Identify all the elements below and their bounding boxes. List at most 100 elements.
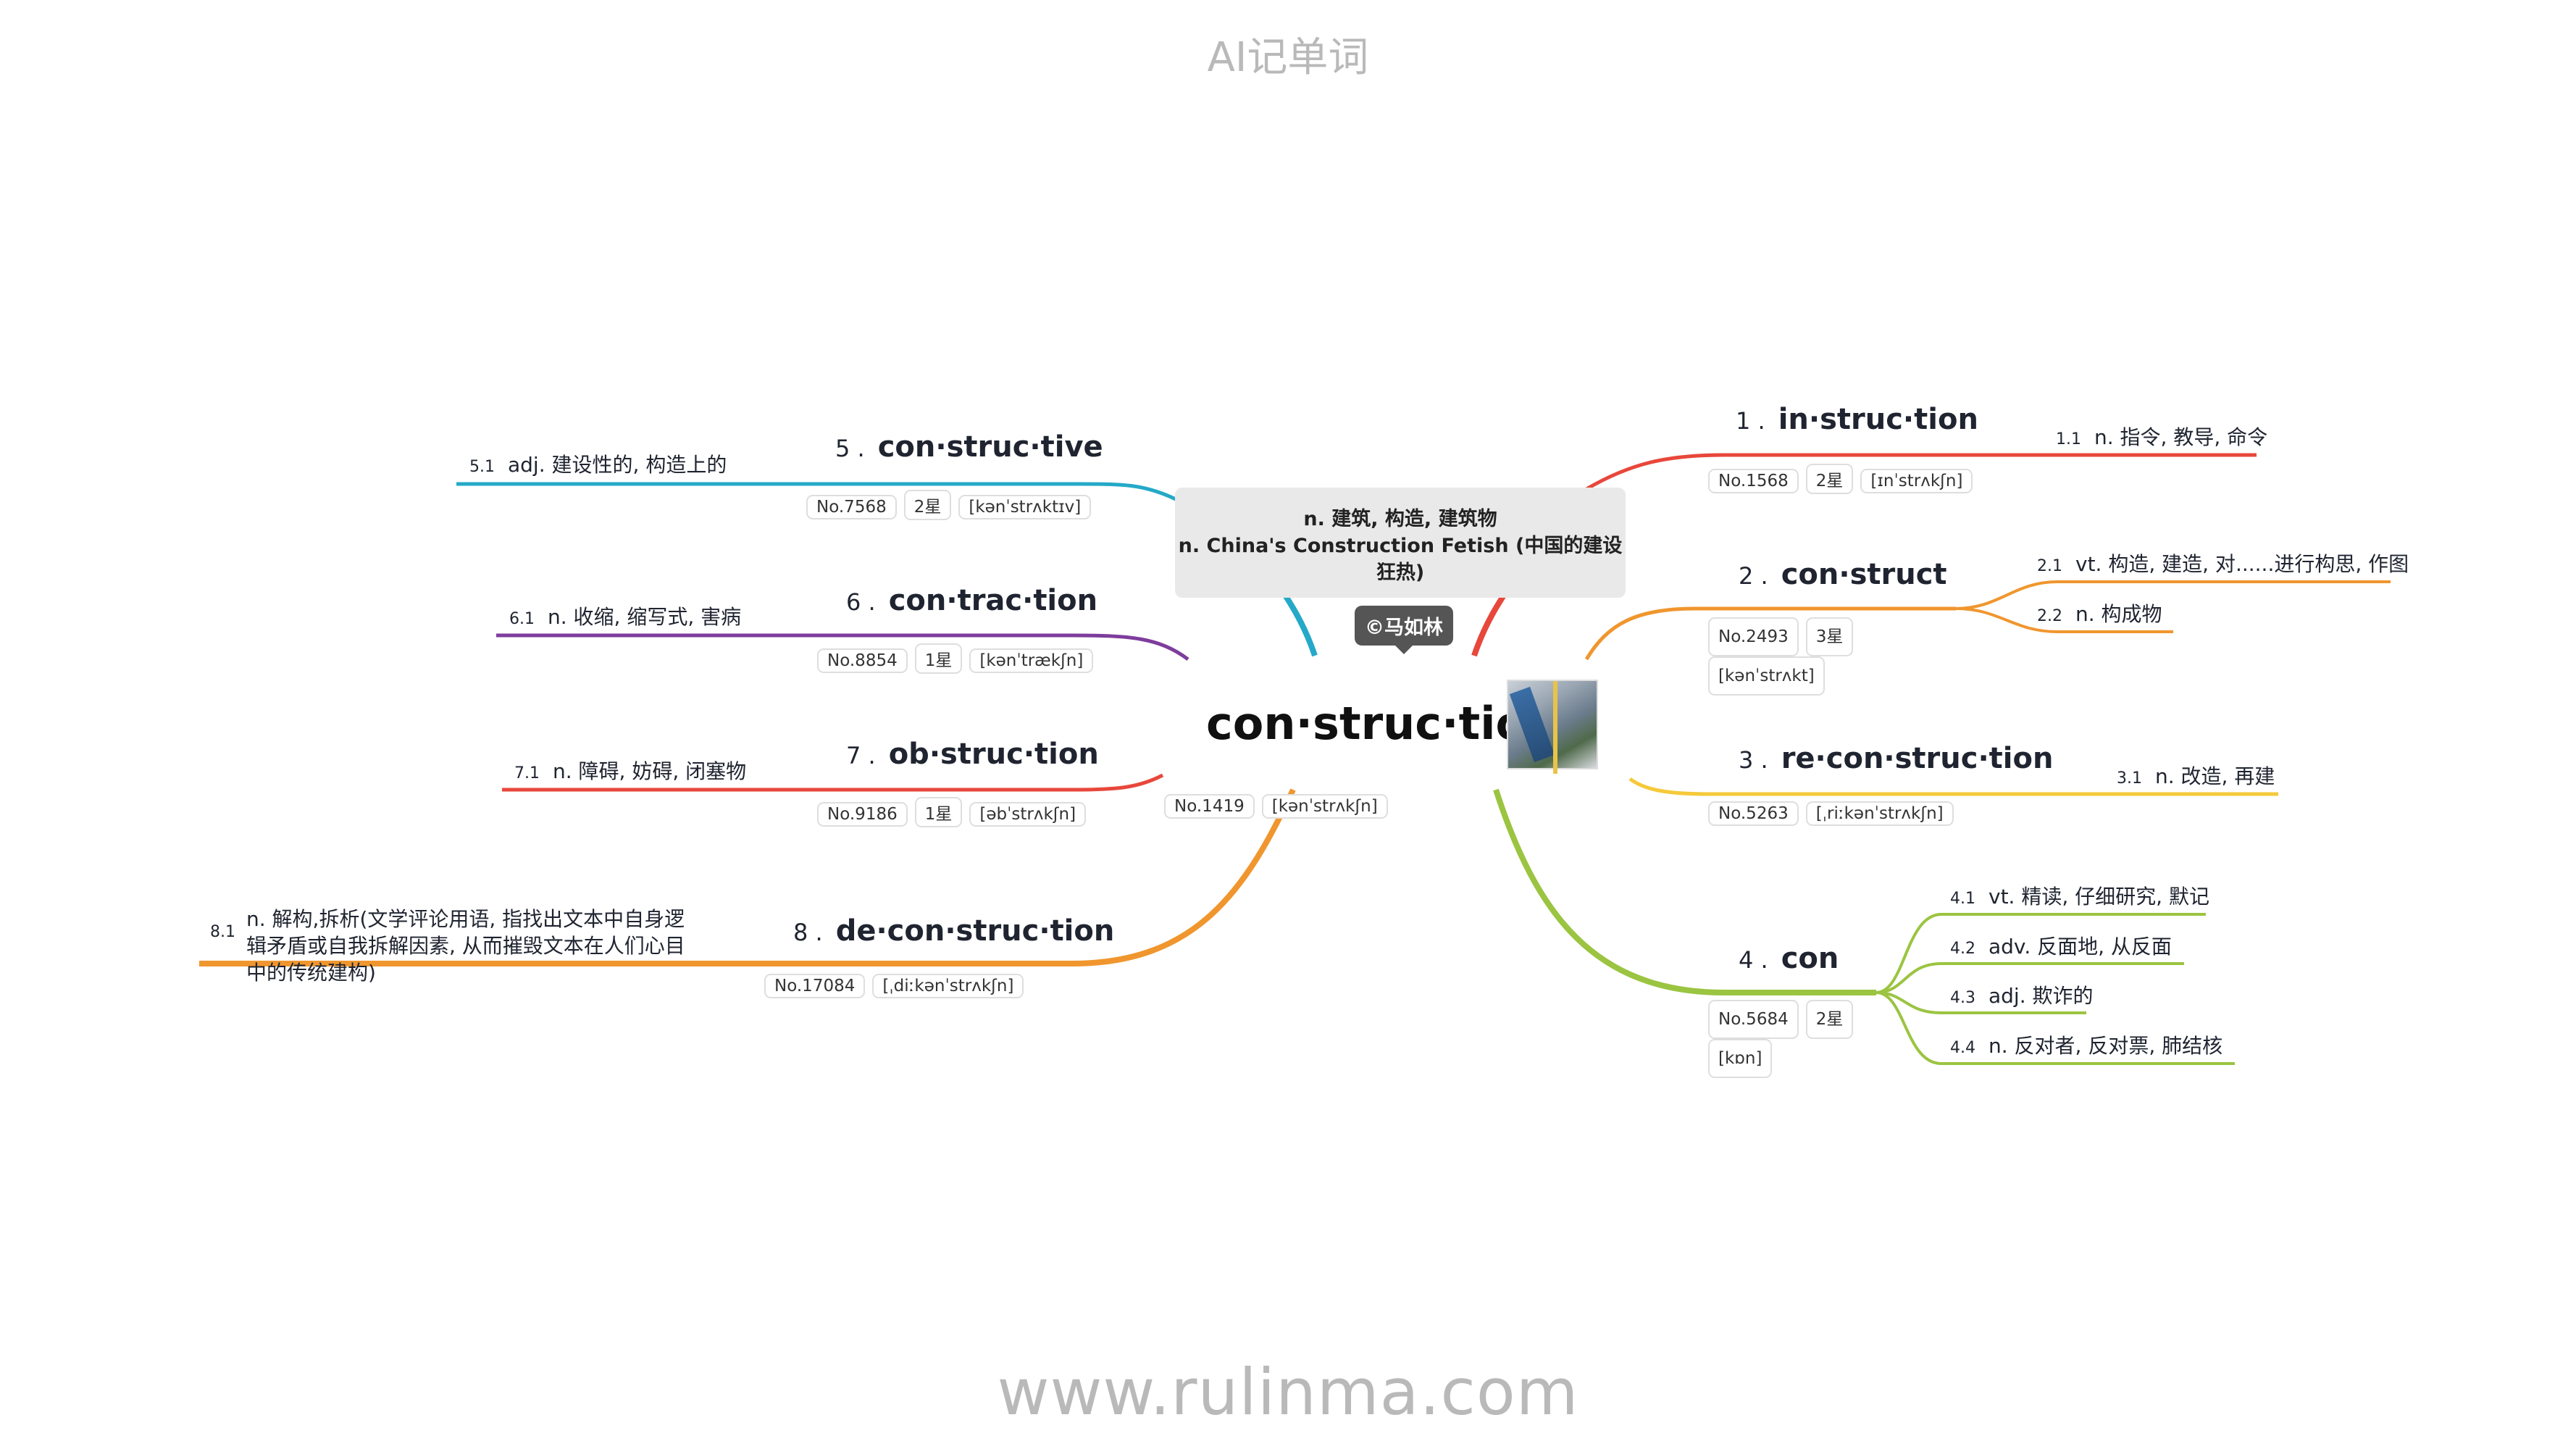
- center-meaning-callout: n. 建筑, 构造, 建筑物 n. China's Construction F…: [1175, 488, 1626, 598]
- branch-6-tag-rank: No.8854: [817, 648, 908, 673]
- branch-4-tag-phonetic: [kɒn]: [1708, 1039, 1773, 1078]
- branch-1-word: in·struc·tion: [1778, 403, 1978, 436]
- branch-4-title[interactable]: 4 . con: [1739, 942, 1839, 975]
- connector-b7: [502, 773, 1164, 792]
- definition-4-4-text: n. 反对者, 反对票, 肺结核: [1989, 1034, 2223, 1058]
- branch-2-title[interactable]: 2 .con·struct: [1739, 558, 1947, 591]
- connector-b2-d2: [1955, 607, 2173, 633]
- branch-1-number: 1 .: [1736, 407, 1765, 435]
- definition-6-1-text: n. 收缩, 缩写式, 害病: [548, 605, 742, 629]
- definition-8-1-text: n. 解构,拆析(文学评论用语, 指找出文本中自身逻辑矛盾或自我拆解因素, 从而…: [246, 907, 685, 985]
- connector-b6: [496, 633, 1189, 661]
- branch-6-tag-stars: 1星: [914, 643, 963, 674]
- definition-5-1-text: adj. 建设性的, 构造上的: [508, 453, 727, 477]
- definition-4-1[interactable]: 4.1 vt. 精读, 仔细研究, 默记: [1950, 881, 2209, 910]
- branch-7-tag-rank: No.9186: [817, 802, 908, 827]
- definition-1-1[interactable]: 1.1 n. 指令, 教导, 命令: [2056, 422, 2267, 451]
- definition-4-4-number: 4.4: [1950, 1039, 1975, 1057]
- definition-4-4[interactable]: 4.4 n. 反对者, 反对票, 肺结核: [1950, 1030, 2222, 1059]
- branch-8-word: de·con·struc·tion: [835, 914, 1115, 948]
- branch-3-word: re·con·struc·tion: [1781, 742, 2054, 775]
- definition-4-3[interactable]: 4.3 adj. 欺诈的: [1950, 980, 2094, 1009]
- center-tags: No.1419[kənˈstrʌkʃn]: [1164, 794, 1395, 819]
- connector-b4: [1493, 788, 1876, 995]
- branch-1-title[interactable]: 1 . in·struc·tion: [1736, 403, 1978, 436]
- branch-7-tag-stars: 1星: [914, 797, 963, 827]
- connector-b4-d3: [1875, 991, 2086, 1014]
- definition-2-1-text: vt. 构造, 建造, 对......进行构思, 作图: [2075, 552, 2409, 576]
- definition-4-2-text: adv. 反面地, 从反面: [1989, 935, 2172, 959]
- branch-4-word: con: [1781, 942, 1839, 975]
- definition-4-3-number: 4.3: [1950, 989, 1975, 1007]
- center-word[interactable]: con·struc·tion: [1206, 697, 1559, 750]
- definition-2-1-number: 2.1: [2037, 557, 2062, 575]
- branch-3-title[interactable]: 3 . re·con·struc·tion: [1739, 742, 2053, 775]
- definition-1-1-text: n. 指令, 教导, 命令: [2094, 425, 2268, 449]
- construction-photo: [1507, 680, 1598, 774]
- center-meaning-1: n. 建筑, 构造, 建筑物: [1303, 508, 1497, 530]
- definition-7-1-text: n. 障碍, 妨碍, 闭塞物: [553, 759, 747, 783]
- definition-1-1-number: 1.1: [2056, 430, 2081, 448]
- center-tag-phonetic: [kənˈstrʌkʃn]: [1261, 794, 1388, 819]
- branch-2-tag-phonetic: [kənˈstrʌkt]: [1708, 656, 1825, 696]
- branch-4-tag-rank: No.5684: [1708, 1000, 1799, 1039]
- branch-5-title[interactable]: 5 . con·struc·tive: [835, 430, 1103, 464]
- branch-3-tags: No.5263[ˌriːkənˈstrʌkʃn]: [1708, 801, 1961, 826]
- connector-b2: [1584, 606, 1956, 661]
- branch-1-tag-rank: No.1568: [1708, 469, 1799, 493]
- definition-4-1-number: 4.1: [1950, 890, 1975, 908]
- definition-8-1-number: 8.1: [210, 923, 235, 941]
- branch-5-tag-stars: 2星: [903, 490, 952, 520]
- branch-7-tag-phonetic: [əbˈstrʌkʃn]: [969, 802, 1087, 827]
- definition-2-2-number: 2.2: [2037, 607, 2062, 625]
- branch-8-title[interactable]: 8 .de·con·struc·tion: [793, 914, 1114, 948]
- branch-7-number: 7 .: [846, 742, 876, 769]
- definition-4-2[interactable]: 4.2 adv. 反面地, 从反面: [1950, 931, 2172, 960]
- branch-7-word: ob·struc·tion: [888, 738, 1099, 771]
- connector-b4-d2: [1875, 962, 2184, 994]
- branch-6-tag-phonetic: [kənˈtrækʃn]: [969, 648, 1094, 673]
- branch-5-number: 5 .: [835, 435, 865, 462]
- definition-5-1[interactable]: 5.1 adj. 建设性的, 构造上的: [469, 449, 727, 478]
- definition-5-1-number: 5.1: [469, 458, 495, 476]
- definition-2-1[interactable]: 2.1 vt. 构造, 建造, 对......进行构思, 作图: [2037, 548, 2409, 577]
- footer-url[interactable]: www.rulinma.com: [997, 1355, 1579, 1429]
- branch-3-tag-rank: No.5263: [1708, 801, 1799, 826]
- connector-b2-d1: [1955, 580, 2391, 610]
- center-meaning-2: n. China's Construction Fetish (中国的建设狂热): [1178, 535, 1623, 584]
- branch-3-number: 3 .: [1739, 746, 1768, 774]
- definition-4-2-number: 4.2: [1950, 940, 1975, 958]
- branch-2-tag-rank: No.2493: [1708, 617, 1799, 656]
- branch-3-tag-phonetic: [ˌriːkənˈstrʌkʃn]: [1805, 801, 1954, 826]
- branch-8-tag-phonetic: [ˌdiːkənˈstrʌkʃn]: [872, 974, 1024, 998]
- branch-1-tag-stars: 2星: [1805, 464, 1854, 494]
- connector-b1: [1585, 453, 2257, 491]
- connector-b3: [1628, 777, 2278, 796]
- definition-4-3-text: adj. 欺诈的: [1989, 984, 2094, 1008]
- definition-4-1-text: vt. 精读, 仔细研究, 默记: [1989, 885, 2209, 909]
- branch-5-word: con·struc·tive: [877, 430, 1103, 464]
- connector-b4-d4: [1875, 991, 2235, 1065]
- connector-b4-d1: [1875, 913, 2206, 994]
- definition-8-1[interactable]: 8.1 n. 解构,拆析(文学评论用语, 指找出文本中自身逻辑矛盾或自我拆解因素…: [210, 906, 688, 986]
- branch-6-word: con·trac·tion: [888, 584, 1098, 617]
- branch-2-tag-stars: 3星: [1805, 617, 1854, 656]
- branch-4-number: 4 .: [1739, 946, 1768, 974]
- definition-3-1-text: n. 改造, 再建: [2155, 764, 2275, 788]
- branch-4-tag-stars: 2星: [1805, 1000, 1854, 1039]
- branch-2-number: 2 .: [1739, 562, 1768, 590]
- branch-6-title[interactable]: 6 .con·trac·tion: [846, 584, 1097, 617]
- branch-7-title[interactable]: 7 . ob·struc·tion: [846, 738, 1099, 771]
- branch-5-tag-phonetic: [kənˈstrʌktɪv]: [958, 495, 1092, 519]
- branch-8-tags: No.17084[ˌdiːkənˈstrʌkʃn]: [764, 974, 1031, 998]
